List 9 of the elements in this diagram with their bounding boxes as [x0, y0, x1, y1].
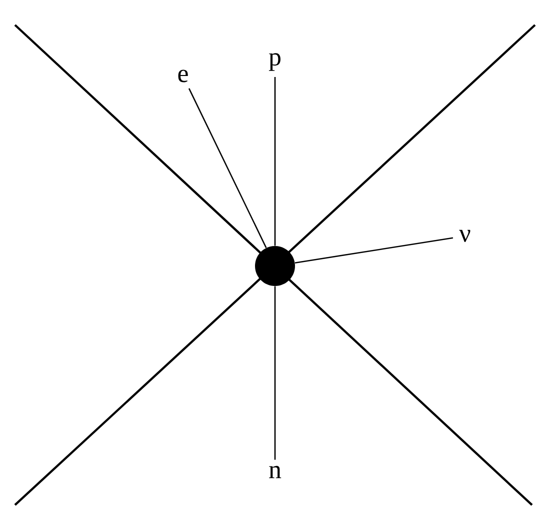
particle-label: n: [269, 466, 282, 478]
particle-label: ν: [459, 230, 470, 242]
particle-line: [274, 286, 276, 460]
particle-label: p: [268, 53, 280, 71]
particle-line: [294, 237, 454, 264]
particle-line: [274, 77, 276, 246]
particle-line: [188, 88, 267, 248]
vertex-dot: [255, 246, 295, 286]
particle-label: e: [178, 70, 188, 82]
